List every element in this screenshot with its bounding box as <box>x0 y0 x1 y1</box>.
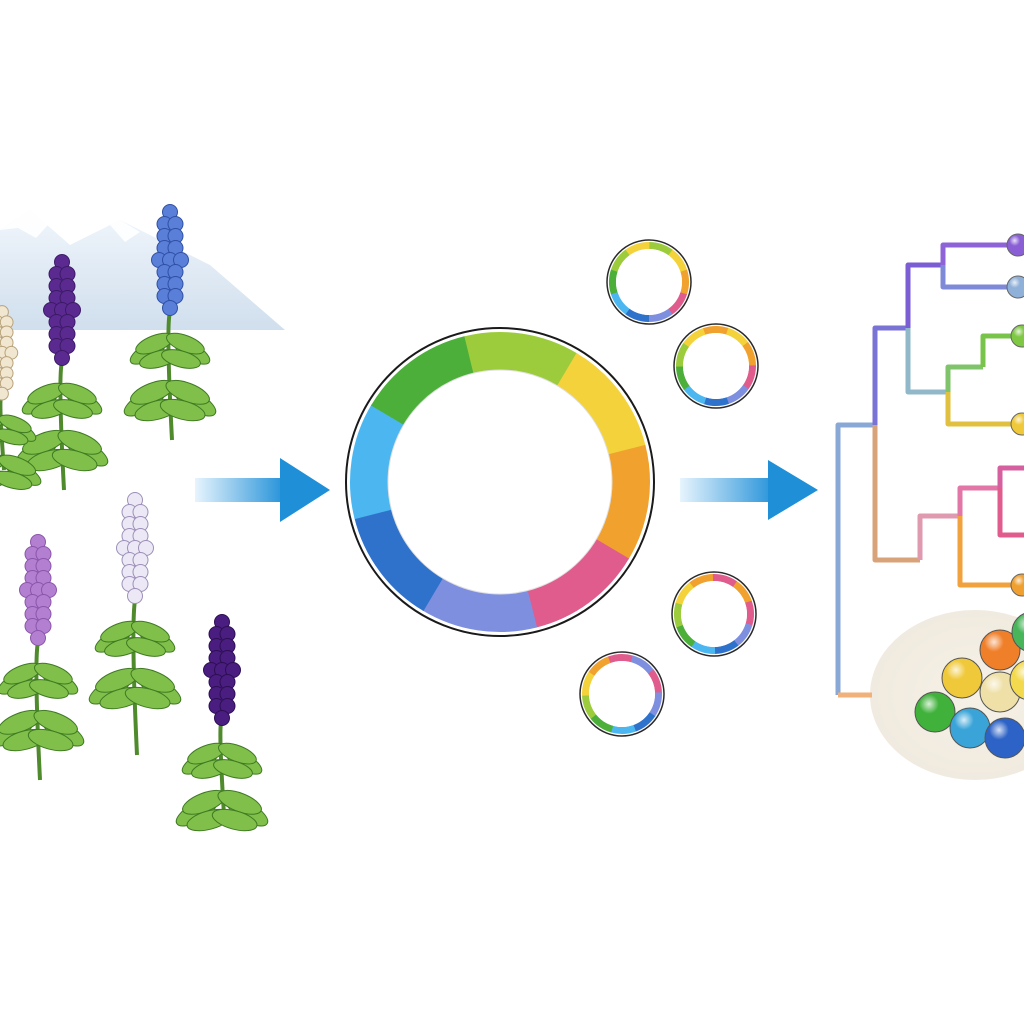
species-ball <box>1009 660 1024 700</box>
tree-branch <box>997 488 1024 538</box>
tree-branch <box>917 513 960 560</box>
genome-segment <box>557 352 646 456</box>
plant-purple-right <box>175 614 269 832</box>
species-ball <box>941 657 983 699</box>
genome-segment <box>422 577 538 632</box>
plant-blue <box>123 204 217 441</box>
tree-branch <box>872 325 908 425</box>
plant-violet <box>0 534 85 781</box>
phylogenetic-tree <box>835 233 1024 698</box>
genome-segment <box>370 336 474 425</box>
genome-segment <box>350 404 405 520</box>
species-ball <box>914 691 956 733</box>
tree-branch <box>945 392 1022 427</box>
species-cluster <box>914 613 1024 759</box>
species-ball <box>1011 613 1024 651</box>
tree-branch <box>997 465 1024 488</box>
tree-tip-node <box>1010 573 1024 597</box>
tree-branch <box>957 516 1022 588</box>
tree-branch <box>980 333 1022 367</box>
genome-segment <box>354 508 443 612</box>
plasmid-ring <box>579 651 665 737</box>
genome-segment <box>526 539 630 628</box>
arrow-right-icon <box>195 458 330 522</box>
phylogeny-panel <box>835 233 1024 780</box>
tree-branch <box>905 262 943 328</box>
tree-branch <box>957 485 1000 516</box>
plants-group <box>0 204 269 832</box>
tree-tip-node <box>1006 275 1024 299</box>
plasmid-ring <box>673 323 759 409</box>
species-ball <box>949 707 991 749</box>
tree-tip-node <box>1010 324 1024 348</box>
tree-tip-node <box>1010 412 1024 436</box>
genome-segment <box>462 332 578 387</box>
plasmid-rings <box>579 239 759 737</box>
plant-white <box>88 492 182 756</box>
tree-branch <box>872 425 920 563</box>
plants-panel <box>0 204 285 832</box>
arrow-right-icon <box>680 460 818 520</box>
tree-branch <box>835 422 875 695</box>
plasmid-ring <box>671 571 757 657</box>
genome-ring <box>345 327 655 637</box>
species-ball <box>979 629 1021 671</box>
tree-branch <box>940 265 1018 290</box>
tree-tip-node <box>1006 233 1024 257</box>
genome-panel <box>345 239 759 737</box>
plant-cream <box>0 305 42 490</box>
tree-branch <box>905 328 948 395</box>
mountain-background <box>0 210 285 330</box>
plasmid-ring <box>606 239 692 325</box>
species-ball <box>984 717 1024 759</box>
tree-branch <box>940 242 1018 265</box>
plant-purple-left <box>15 254 109 491</box>
tree-branch <box>945 364 983 392</box>
genome-segment <box>595 444 650 560</box>
